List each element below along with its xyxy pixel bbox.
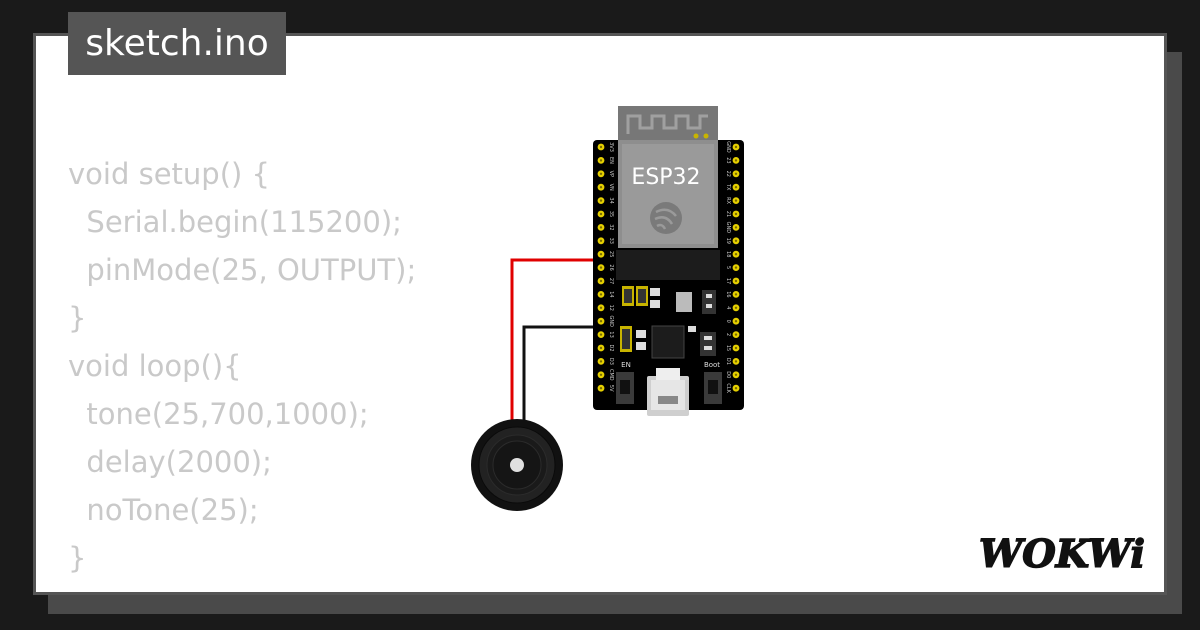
code-line: }	[68, 301, 87, 335]
pin-hole	[734, 145, 738, 149]
wokwi-logo-text: WOKWi	[979, 531, 1145, 576]
pin-label: 14	[608, 291, 614, 297]
code-line: void loop(){	[68, 349, 242, 383]
code-editor[interactable]: void setup() { Serial.begin(115200); pin…	[68, 150, 416, 582]
en-button-label: EN	[621, 361, 631, 369]
pin-label: 3V3	[608, 142, 614, 152]
code-line: pinMode(25, OUTPUT);	[68, 253, 417, 287]
pin-hole	[599, 145, 603, 149]
file-title-tab[interactable]: sketch.ino	[68, 12, 286, 75]
pin-hole	[599, 320, 603, 323]
pin-label: 13	[608, 331, 614, 337]
pin-hole	[599, 306, 603, 309]
pin-hole	[734, 266, 738, 269]
pin-hole	[734, 306, 738, 309]
esp32-board[interactable]: ESP32 EN Boot	[593, 106, 744, 416]
pin-label: D3	[608, 358, 614, 365]
board-name: ESP32	[631, 165, 700, 190]
pin-label: RX	[725, 197, 731, 204]
code-line: Serial.begin(115200);	[68, 205, 402, 239]
pin-label: 26	[608, 264, 614, 270]
pin-hole	[734, 172, 738, 175]
pin-label: 34	[608, 197, 614, 203]
pin-label: 35	[608, 211, 614, 217]
pin-hole	[734, 360, 738, 363]
code-line: noTone(25);	[68, 493, 259, 527]
pin-hole	[734, 212, 738, 216]
pin-hole	[599, 373, 603, 376]
pin-label: D0	[725, 371, 731, 378]
pin-label: 22	[725, 171, 731, 177]
pin-label: 5V	[608, 385, 614, 392]
pin-hole	[599, 159, 603, 162]
pin-hole	[734, 333, 738, 336]
pin-label: 27	[608, 278, 614, 284]
signal-wire[interactable]	[510, 258, 603, 424]
pin-label: D2	[608, 344, 614, 351]
pin-label: 5	[725, 266, 731, 269]
pin-hole	[599, 186, 603, 189]
boot-button-label: Boot	[704, 361, 720, 369]
pin-label: 4	[725, 306, 731, 309]
pin-hole	[599, 360, 603, 363]
pin-label: GND	[725, 222, 731, 234]
pin-label: 15	[725, 345, 731, 351]
code-line: delay(2000);	[68, 445, 272, 479]
pin-hole	[734, 279, 738, 283]
code-line: }	[68, 541, 87, 575]
pin-hole	[734, 159, 738, 162]
pin-hole	[599, 226, 603, 229]
pin-hole	[599, 387, 603, 390]
code-line: void setup() {	[68, 157, 270, 191]
pin-hole	[734, 320, 738, 323]
pin-label: GND	[725, 141, 731, 153]
pin-hole	[599, 279, 603, 283]
pin-hole	[734, 373, 738, 376]
pin-label: 25	[608, 251, 614, 257]
pin-label: 21	[725, 211, 731, 217]
pin-label: TX	[725, 183, 731, 191]
pin-hole	[734, 293, 738, 296]
pin-hole	[599, 253, 603, 256]
pin-hole	[599, 239, 603, 242]
pin-label: VP	[608, 171, 614, 177]
pin-hole	[599, 266, 603, 269]
pin-hole	[599, 333, 603, 336]
pin-hole	[599, 199, 603, 202]
pin-label: 33	[608, 238, 614, 244]
pin-hole	[734, 199, 738, 202]
pin-label: 23	[725, 157, 731, 163]
pin-hole	[734, 253, 738, 256]
pin-label: 18	[725, 251, 731, 257]
espressif-logo-icon	[650, 202, 682, 234]
pin-hole	[734, 346, 738, 350]
wokwi-logo: WOKWi	[978, 530, 1146, 577]
pin-label: CLK	[725, 383, 731, 393]
buzzer-icon[interactable]	[471, 419, 563, 511]
pin-label: 0	[725, 320, 731, 323]
pin-label: 32	[608, 224, 614, 230]
pin-hole	[734, 226, 738, 229]
pin-hole	[734, 239, 738, 242]
pin-hole	[734, 387, 738, 390]
pin-hole	[599, 212, 603, 216]
pin-label: CMD	[608, 369, 614, 381]
pin-label: D1	[725, 358, 731, 365]
pin-label: 2	[725, 333, 731, 336]
code-line: tone(25,700,1000);	[68, 397, 369, 431]
pin-label: VN	[608, 184, 614, 191]
pin-label: GND	[608, 315, 614, 327]
pin-label: 17	[725, 278, 731, 284]
pin-label: EN	[608, 157, 614, 164]
pin-label: 19	[725, 238, 731, 244]
pin-hole	[599, 293, 603, 296]
pin-hole	[599, 172, 603, 175]
pin-label: 16	[725, 291, 731, 297]
pin-label: 12	[608, 305, 614, 311]
pin-hole	[734, 186, 738, 189]
pin-hole	[599, 346, 603, 350]
ground-wire[interactable]	[522, 325, 603, 424]
